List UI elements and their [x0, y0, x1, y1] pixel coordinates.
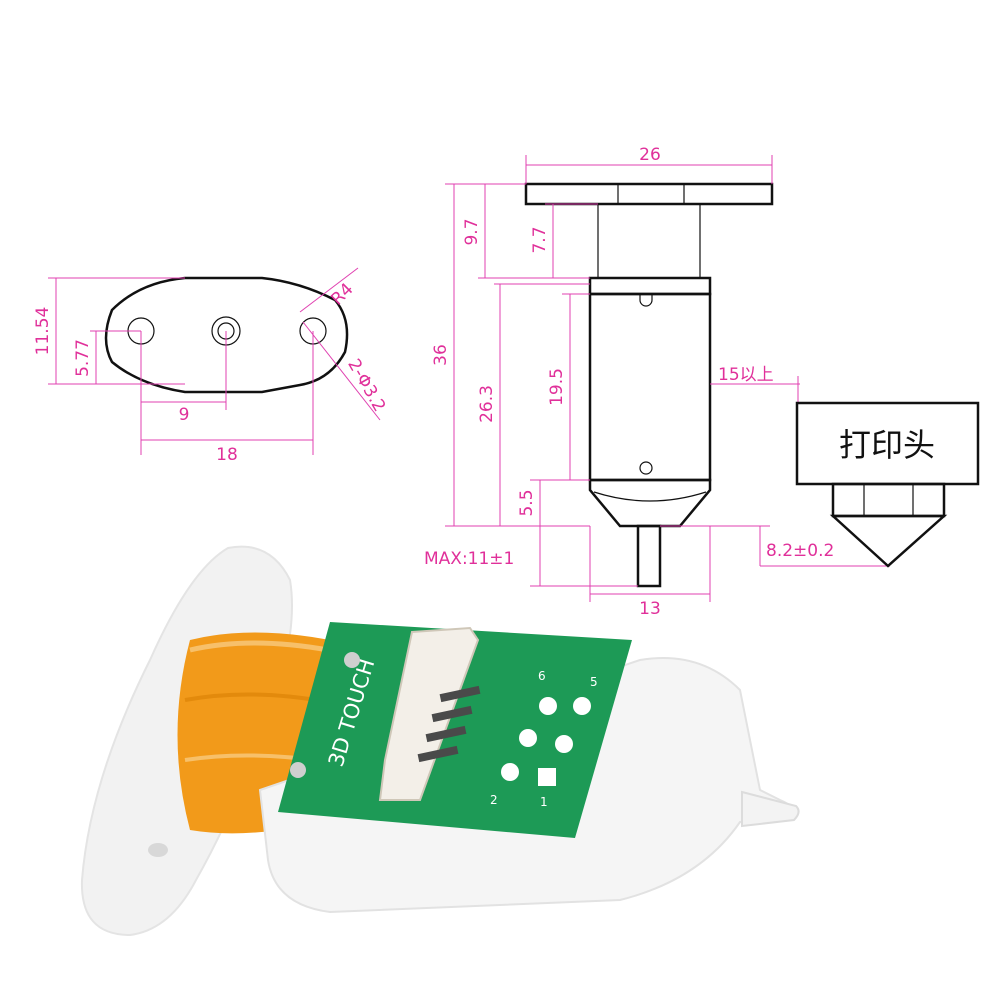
side-view: 26 36 9.7 7.7 26.3 19.5 5.5 MAX:11±1: [424, 145, 980, 619]
dim-spacing-full: 18: [216, 445, 238, 465]
dim-clearance: 15以上: [718, 365, 774, 385]
dim-hole-diameter: 2-Φ3.2: [343, 356, 389, 416]
dim-spacing-half: 9: [179, 405, 190, 425]
probe-pin: [636, 524, 662, 588]
dim-height-outer: 11.54: [33, 307, 53, 356]
dim-width-top: 26: [639, 145, 661, 165]
top-view: 11.54 5.77 9 18 R4 2-Φ3.2: [33, 267, 389, 465]
pin-label-6: 6: [538, 669, 546, 683]
dim-neck-height: 7.7: [530, 226, 550, 253]
probe-body: [588, 276, 712, 296]
dim-nozzle-offset: 8.2±0.2: [766, 541, 834, 561]
dim-body-width: 13: [639, 599, 661, 619]
dim-tip-height: 5.5: [517, 489, 537, 516]
probe-pin-photo: [741, 790, 800, 828]
dim-radius: R4: [327, 279, 357, 309]
dim-height-center: 5.77: [73, 339, 93, 377]
dim-body-inner-height: 19.5: [547, 368, 567, 406]
dim-body-height: 26.3: [477, 385, 497, 423]
nozzle-label: 打印头: [839, 426, 935, 464]
mounting-plate-outline: [104, 276, 349, 394]
pin-label-5: 5: [590, 675, 598, 689]
product-photo: 3D TOUCH 6 5 2 1: [80, 545, 800, 937]
dim-total-height: 36: [431, 344, 451, 366]
pcb-connector: [378, 626, 480, 801]
probe-tip: [588, 478, 712, 528]
flange: [524, 182, 774, 206]
dim-flange-to-body: 9.7: [462, 218, 482, 245]
pin-label-1: 1: [540, 795, 548, 809]
nozzle-tip: [829, 514, 948, 568]
pin-label-2: 2: [490, 793, 498, 807]
dim-pin-max: MAX:11±1: [424, 549, 514, 569]
